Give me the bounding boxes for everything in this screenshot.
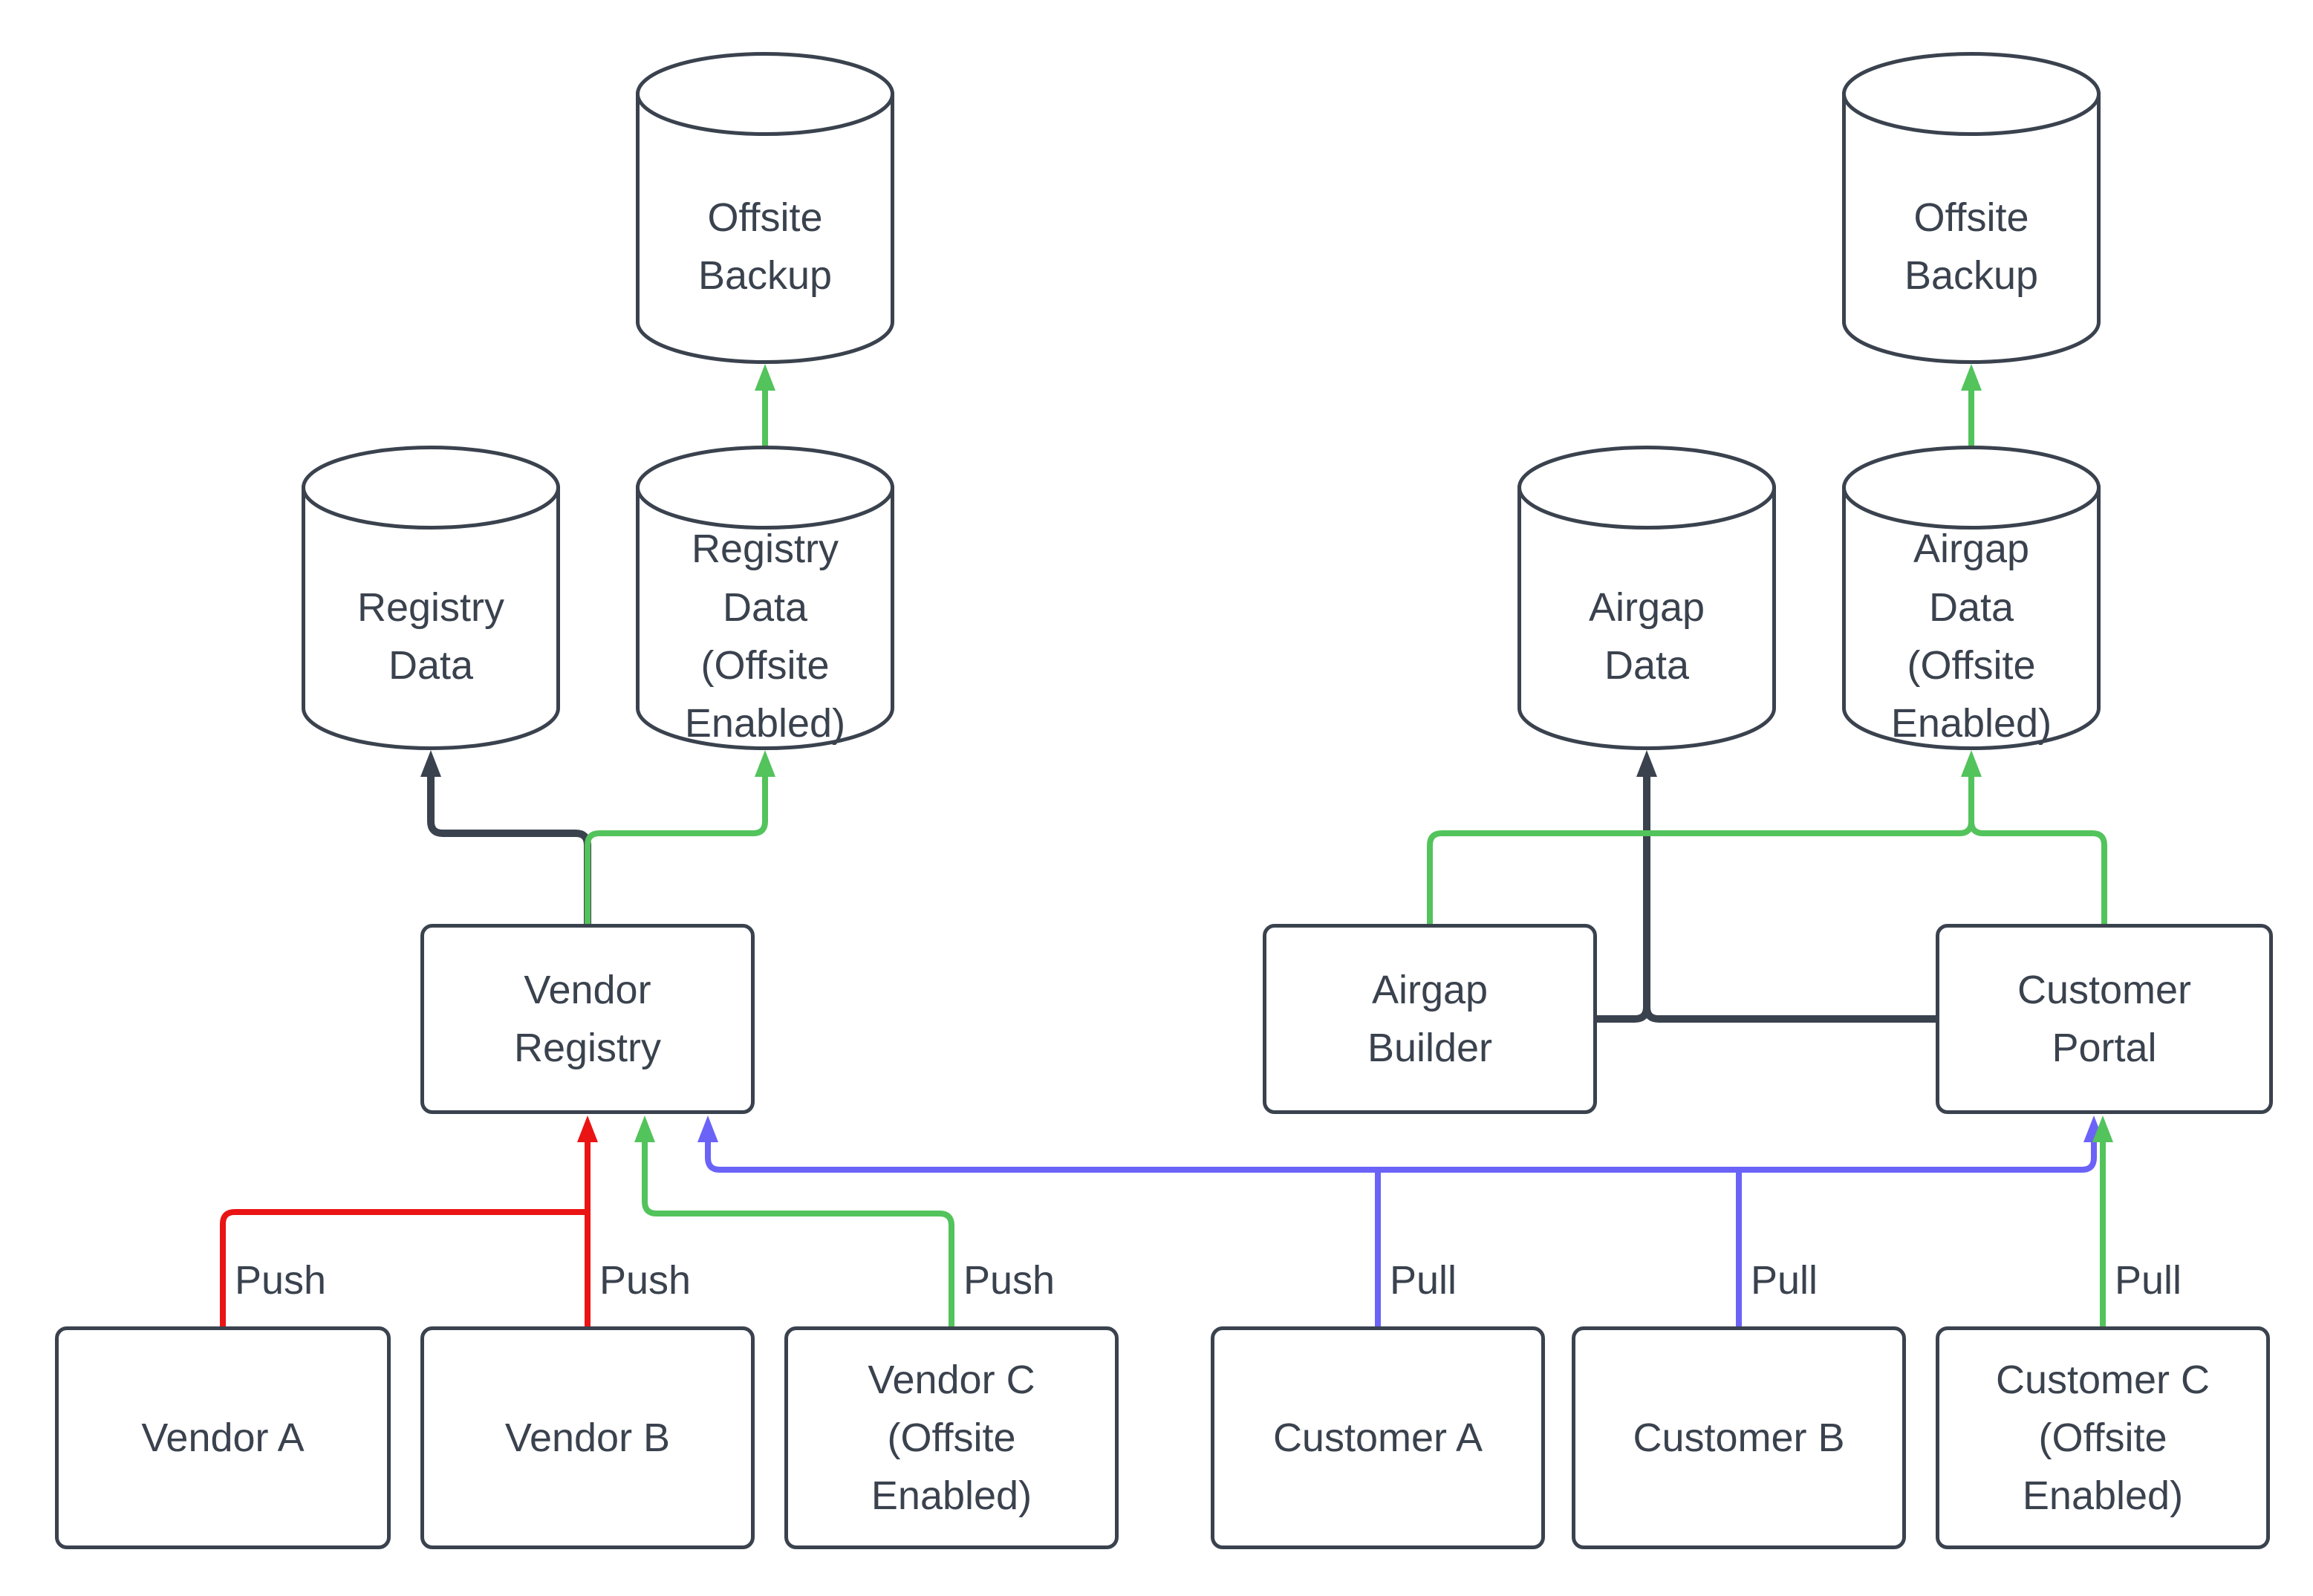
- node-registry-data-offsite[interactable]: Registry Data (Offsite Enabled): [636, 446, 894, 750]
- node-label: Airgap Data: [1588, 584, 1705, 688]
- node-label: Airgap Builder: [1367, 967, 1493, 1070]
- node-label: Airgap Data (Offsite Enabled): [1890, 527, 2052, 746]
- cylinder-shape: [1517, 446, 1776, 750]
- node-airgap-data-offsite[interactable]: Airgap Data (Offsite Enabled): [1842, 446, 2101, 750]
- edge-vendor-c-push: [642, 1139, 954, 1326]
- arrowhead-green-into-customer-portal: [2092, 1115, 2113, 1142]
- edge-label-pull-customer-a: Pull: [1390, 1258, 1457, 1303]
- node-offsite-backup-left[interactable]: Offsite Backup: [636, 52, 894, 364]
- edge-label-push-vendor-c: Push: [963, 1258, 1055, 1303]
- node-vendor-c[interactable]: Vendor C (Offsite Enabled): [784, 1326, 1119, 1549]
- edge-vendor-registry-to-registry-data-offsite: [585, 774, 768, 924]
- node-vendor-b[interactable]: Vendor B: [420, 1326, 755, 1549]
- node-customer-a[interactable]: Customer A: [1211, 1326, 1545, 1549]
- node-airgap-builder[interactable]: Airgap Builder: [1263, 924, 1597, 1114]
- cylinder-shape: [636, 52, 894, 364]
- node-vendor-registry[interactable]: Vendor Registry: [420, 924, 755, 1114]
- cylinder-shape: [1842, 52, 2101, 364]
- node-label: Vendor B: [504, 1415, 671, 1460]
- arrowhead-red-into-vendor-registry: [577, 1115, 598, 1142]
- arrowhead-into-registry-data: [420, 750, 441, 777]
- arrowhead-into-offsite-backup-right: [1961, 364, 1982, 391]
- node-label: Customer Portal: [2017, 967, 2192, 1070]
- node-label: Registry Data: [357, 584, 505, 688]
- cylinder-shape: [302, 446, 560, 750]
- arrowhead-into-airgap-data: [1636, 750, 1657, 777]
- edge-customer-portal-to-airgap-data-offsite: [1968, 774, 2107, 924]
- node-label: Vendor A: [141, 1415, 305, 1460]
- cylinder-shape: [1842, 446, 2101, 750]
- node-label: Customer C (Offsite Enabled): [1995, 1357, 2210, 1519]
- edge-airgap-builder-to-airgap-data: [1597, 774, 1650, 1023]
- cylinder-shape: [636, 446, 894, 750]
- node-label: Registry Data (Offsite Enabled): [684, 527, 846, 746]
- node-customer-c[interactable]: Customer C (Offsite Enabled): [1936, 1326, 2270, 1549]
- node-registry-data[interactable]: Registry Data: [302, 446, 560, 750]
- edge-airgap-builder-to-airgap-data-offsite: [1427, 774, 1974, 924]
- node-vendor-a[interactable]: Vendor A: [55, 1326, 391, 1549]
- edge-vendor-registry-to-registry-data: [427, 774, 591, 924]
- node-label: Customer B: [1633, 1415, 1845, 1460]
- edge-customer-portal-to-airgap-data: [1643, 774, 1936, 1023]
- node-label: Vendor Registry: [513, 967, 662, 1070]
- node-airgap-data[interactable]: Airgap Data: [1517, 446, 1776, 750]
- edge-label-pull-customer-c: Pull: [2115, 1258, 2182, 1303]
- node-label: Customer A: [1272, 1415, 1483, 1460]
- arrowhead-into-registry-data-offsite: [755, 750, 775, 777]
- edge-label-push-vendor-a: Push: [235, 1258, 327, 1303]
- node-customer-b[interactable]: Customer B: [1572, 1326, 1906, 1549]
- arrowhead-into-airgap-data-offsite: [1961, 750, 1982, 777]
- edge-customers-pull-rail: [705, 1139, 2097, 1173]
- node-customer-portal[interactable]: Customer Portal: [1936, 924, 2273, 1114]
- arrowhead-blue-into-vendor-registry: [697, 1115, 718, 1142]
- arrowhead-green-into-vendor-registry: [634, 1115, 655, 1142]
- node-label: Vendor C (Offsite Enabled): [868, 1357, 1035, 1519]
- node-label: Offsite Backup: [1904, 195, 2039, 298]
- arrowhead-into-offsite-backup-left: [755, 364, 775, 391]
- edge-label-push-vendor-b: Push: [599, 1258, 692, 1303]
- edge-label-pull-customer-b: Pull: [1751, 1258, 1818, 1303]
- edge-vendor-a-push: [220, 1209, 586, 1326]
- node-offsite-backup-right[interactable]: Offsite Backup: [1842, 52, 2101, 364]
- node-label: Offsite Backup: [697, 195, 833, 298]
